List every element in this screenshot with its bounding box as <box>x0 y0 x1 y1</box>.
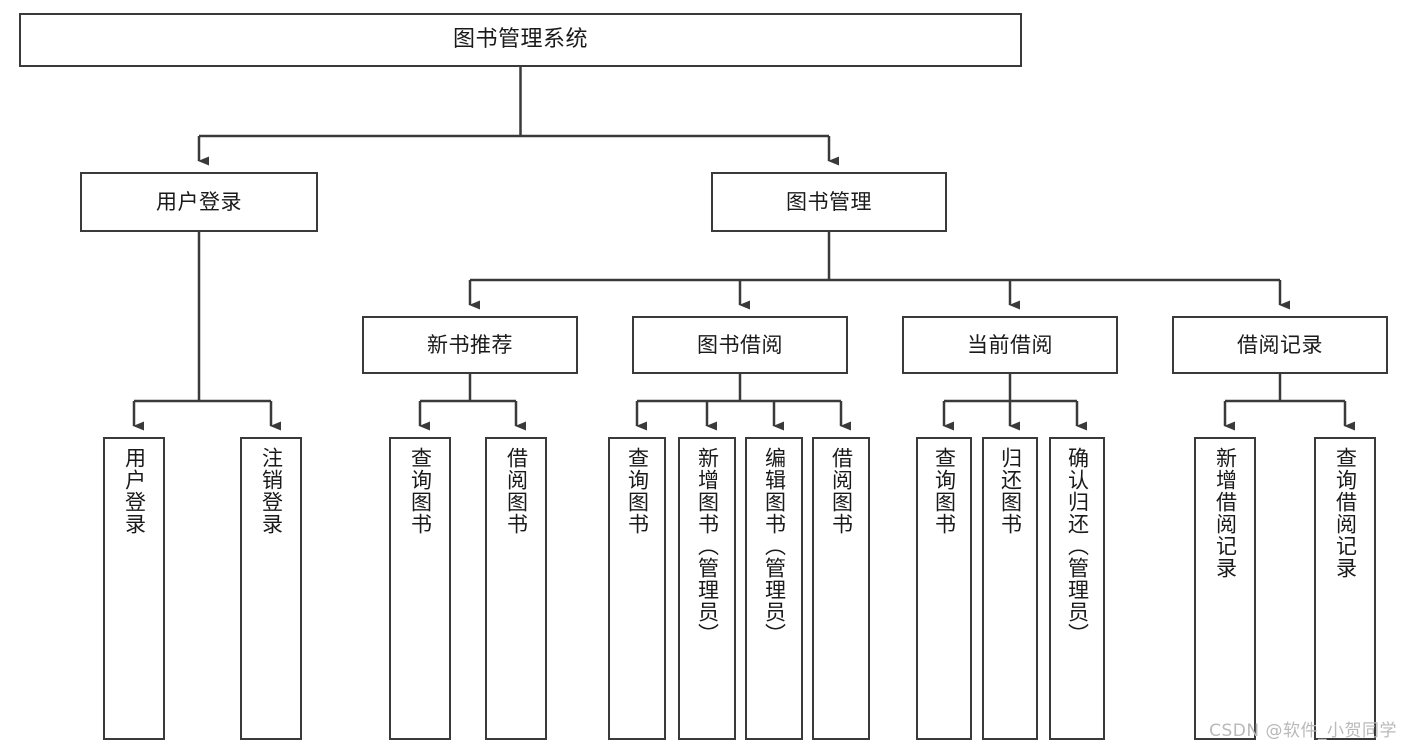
node-leaf-confirm-return[interactable]: 确认归还（管理员） <box>1049 437 1105 740</box>
node-label: 用户登录 <box>122 447 147 535</box>
node-label: 查询借阅记录 <box>1333 447 1358 579</box>
node-leaf-query-book-1[interactable]: 查询图书 <box>389 437 451 740</box>
node-label: 确认归还（管理员） <box>1065 447 1090 645</box>
node-leaf-borrow-book-2[interactable]: 借阅图书 <box>812 437 870 740</box>
node-label: 用户登录 <box>156 189 242 214</box>
node-label: 借阅记录 <box>1237 332 1323 357</box>
node-label: 图书管理系统 <box>452 27 588 53</box>
node-label: 查询图书 <box>625 447 650 535</box>
node-leaf-add-book[interactable]: 新增图书（管理员） <box>678 437 736 740</box>
node-label: 新增借阅记录 <box>1213 447 1238 579</box>
node-leaf-add-record[interactable]: 新增借阅记录 <box>1194 437 1256 740</box>
node-label: 当前借阅 <box>967 332 1053 357</box>
watermark: CSDN @软件_小贺同学 <box>1209 721 1397 741</box>
node-label: 借阅图书 <box>829 447 854 535</box>
node-label: 查询图书 <box>408 447 433 535</box>
node-book-manage[interactable]: 图书管理 <box>711 172 947 232</box>
node-label: 借阅图书 <box>504 447 529 535</box>
node-new-book-rec[interactable]: 新书推荐 <box>362 316 578 374</box>
node-label: 查询图书 <box>932 447 957 535</box>
node-label: 新书推荐 <box>427 332 513 357</box>
node-leaf-user-login[interactable]: 用户登录 <box>103 437 165 740</box>
node-leaf-query-book-3[interactable]: 查询图书 <box>916 437 972 740</box>
node-book-borrow[interactable]: 图书借阅 <box>632 316 848 374</box>
node-label: 图书管理 <box>786 189 872 214</box>
node-label: 注销登录 <box>259 447 284 535</box>
node-leaf-query-record[interactable]: 查询借阅记录 <box>1314 437 1376 740</box>
node-root[interactable]: 图书管理系统 <box>19 13 1022 67</box>
node-leaf-user-logout[interactable]: 注销登录 <box>240 437 302 740</box>
node-leaf-borrow-book-1[interactable]: 借阅图书 <box>485 437 547 740</box>
node-label: 图书借阅 <box>697 332 783 357</box>
node-borrow-record[interactable]: 借阅记录 <box>1172 316 1388 374</box>
node-current-borrow[interactable]: 当前借阅 <box>902 316 1118 374</box>
node-label: 新增图书（管理员） <box>695 447 720 645</box>
node-user-login[interactable]: 用户登录 <box>80 172 318 232</box>
node-label: 归还图书 <box>998 447 1023 535</box>
edges <box>132 67 1355 431</box>
node-leaf-return-book[interactable]: 归还图书 <box>982 437 1038 740</box>
node-leaf-edit-book[interactable]: 编辑图书（管理员） <box>745 437 803 740</box>
node-label: 编辑图书（管理员） <box>762 447 787 645</box>
node-leaf-query-book-2[interactable]: 查询图书 <box>608 437 666 740</box>
